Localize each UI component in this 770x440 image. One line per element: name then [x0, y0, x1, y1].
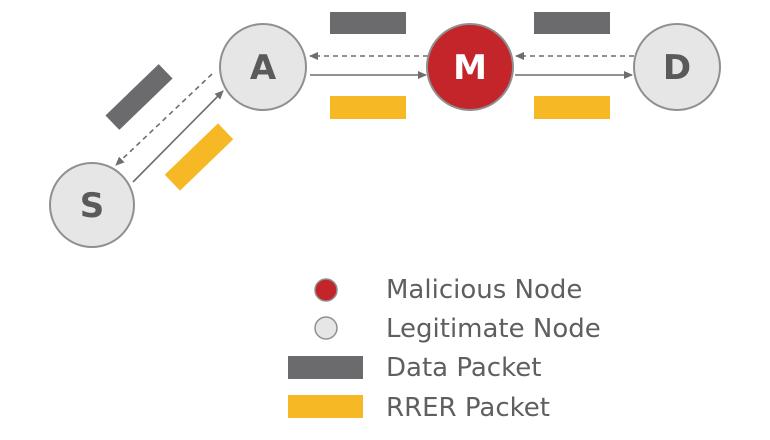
rrer-packet-a-m: [330, 96, 406, 119]
legend-data-packet-label: Data Packet: [386, 353, 541, 383]
node-m-label: M: [453, 48, 487, 88]
legend-legitimate-label: Legitimate Node: [386, 314, 601, 344]
node-m: M: [426, 23, 514, 111]
link-s-a-data-arrow: [115, 73, 213, 166]
node-s: S: [49, 162, 135, 248]
rrer-packet-m-d: [534, 96, 610, 119]
node-a-label: A: [250, 48, 277, 88]
rrer-packet-s-a: [164, 123, 234, 191]
legend-data-packet-swatch: [288, 356, 363, 379]
node-d: D: [633, 23, 721, 111]
legend-rrer-packet-swatch: [288, 395, 363, 418]
node-a: A: [219, 23, 307, 111]
legend-rrer-packet-label: RRER Packet: [386, 393, 550, 423]
data-packet-s-a: [105, 64, 173, 130]
link-s-a-rrer-arrow: [132, 90, 224, 183]
legend-legitimate-swatch: [314, 316, 338, 340]
data-packet-m-d: [534, 12, 610, 34]
data-packet-a-m: [330, 12, 406, 34]
node-s-label: S: [80, 186, 105, 226]
legend: Malicious Node Legitimate Node Data Pack…: [288, 275, 601, 423]
legend-malicious-label: Malicious Node: [386, 275, 582, 305]
node-d-label: D: [663, 48, 691, 88]
legend-malicious-swatch: [314, 278, 338, 302]
